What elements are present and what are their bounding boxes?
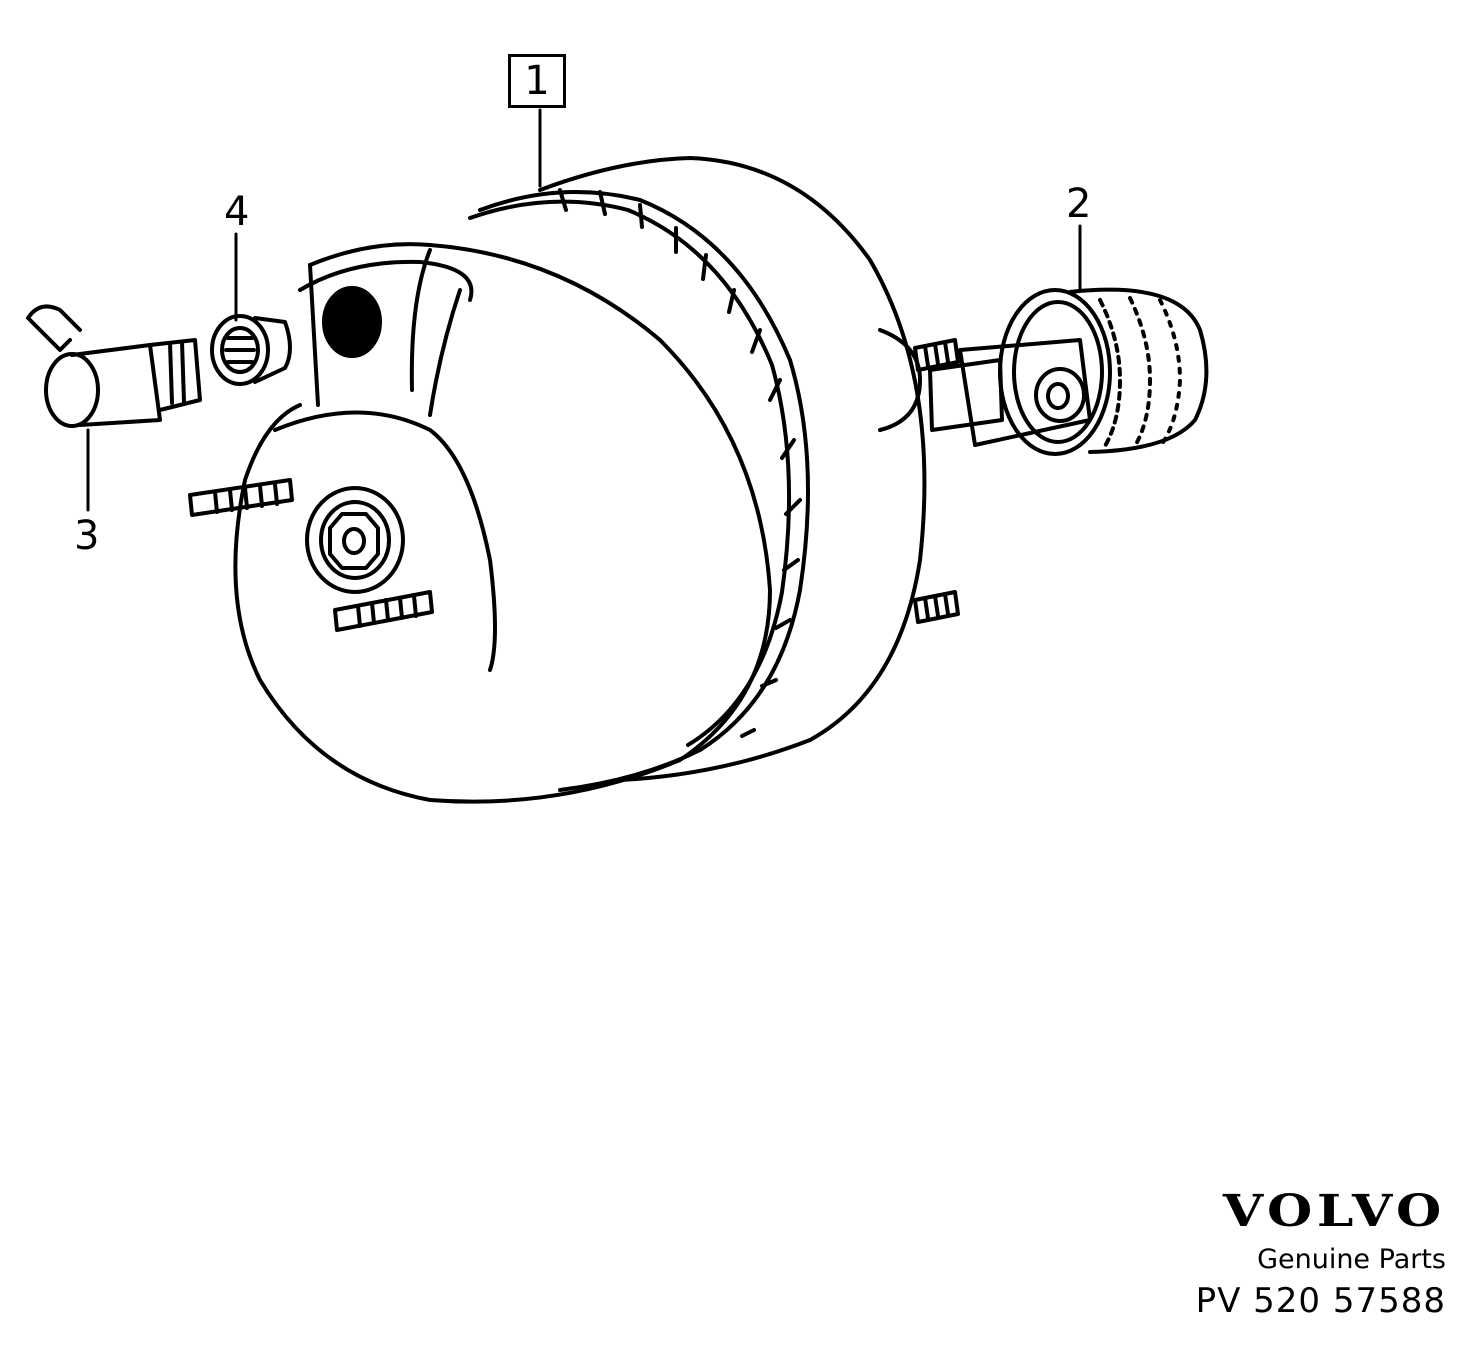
vacuum-port: [322, 286, 382, 358]
booster-front-dome: [233, 242, 772, 804]
booster-crimp-ring: [468, 188, 810, 792]
brand-subtitle: Genuine Parts: [1257, 1244, 1446, 1275]
callout-part-4: 4: [224, 189, 250, 235]
volvo-logo: VOLVO: [1222, 1186, 1446, 1237]
callout-part-3: 3: [74, 513, 100, 559]
air-filter: [998, 287, 1209, 456]
leader-lines: [86, 108, 1082, 512]
callout-part-1: 1: [508, 54, 566, 108]
check-valve-elbow: [26, 304, 202, 428]
booster-rear-shell: [538, 156, 927, 782]
part-code: PV 520 57588: [1195, 1281, 1446, 1321]
grommet: [210, 314, 292, 386]
center-nut: [305, 486, 405, 594]
callout-part-2: 2: [1066, 181, 1092, 227]
callout-label-1: 1: [524, 58, 550, 104]
brand-block: VOLVO Genuine Parts PV 520 57588: [1166, 1190, 1446, 1322]
push-rod: [878, 328, 1092, 447]
front-studs: [188, 478, 434, 632]
